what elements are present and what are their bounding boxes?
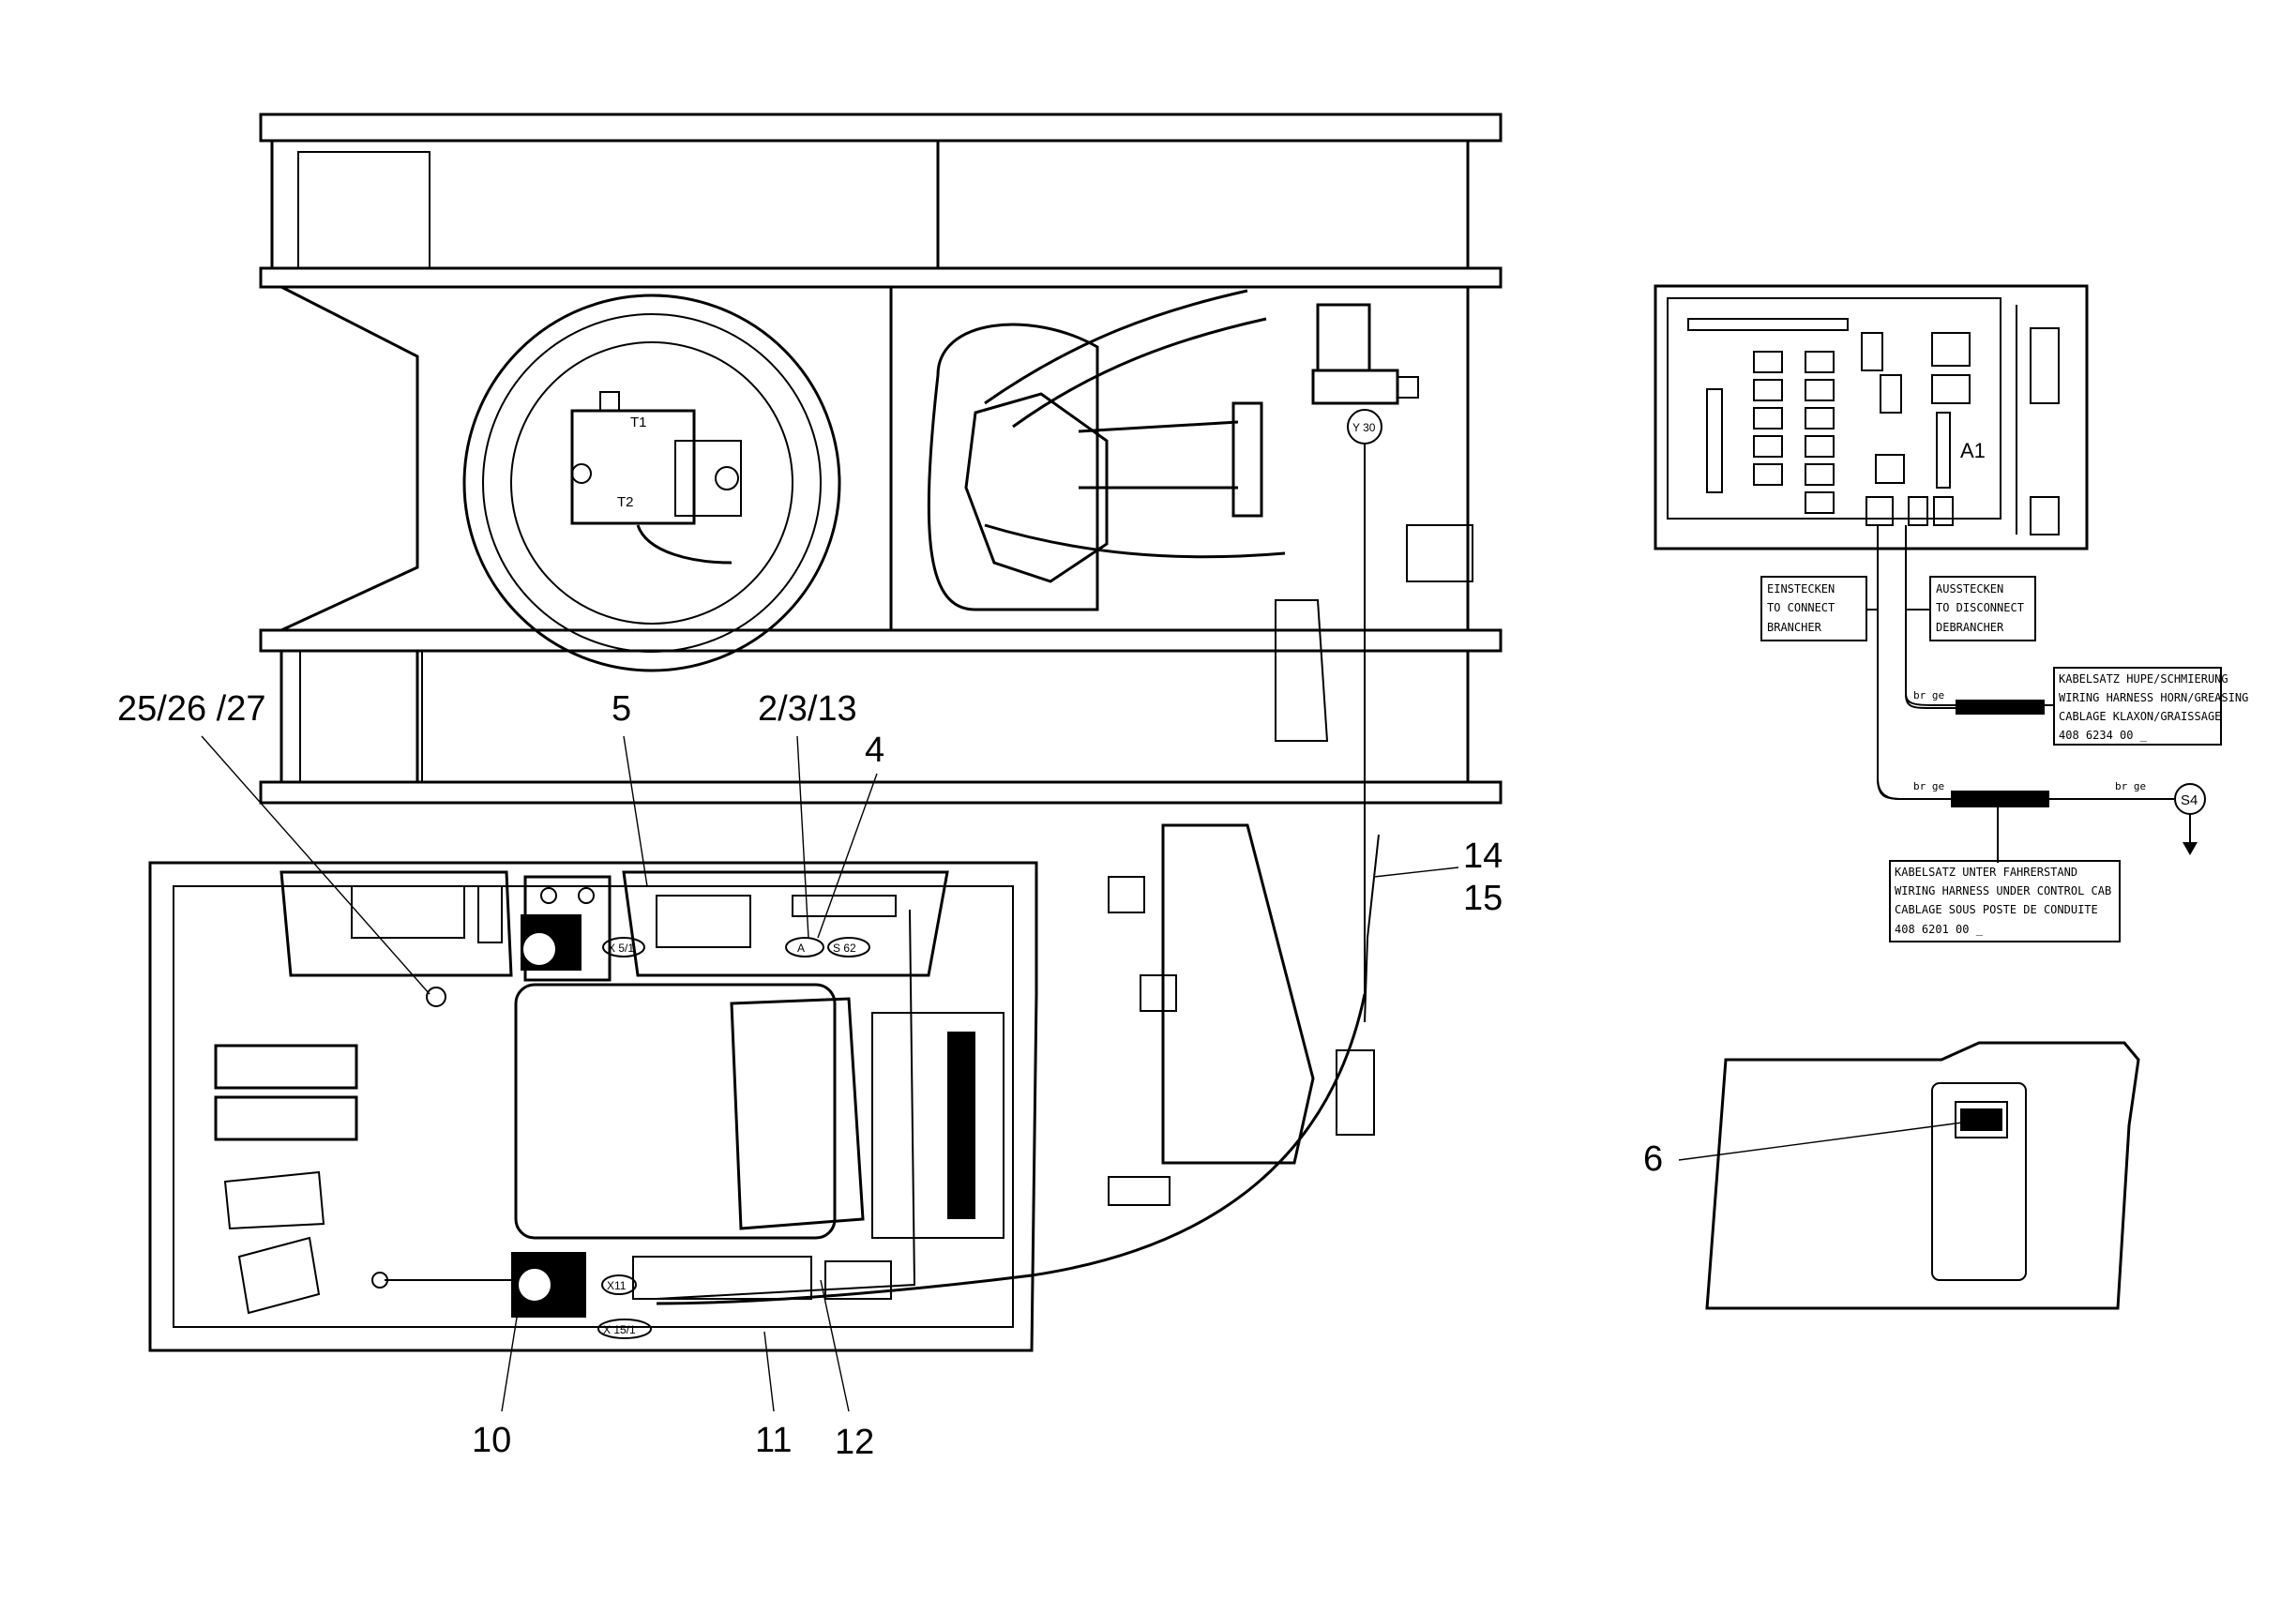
cover-panel: 6: [1643, 1041, 2140, 1310]
callout-15: 15: [1463, 879, 1503, 918]
horn-line-3: CABLAGE KLAXON/GRAISSAGE: [2059, 710, 2221, 723]
connect-line-1: EINSTECKEN: [1767, 582, 1835, 595]
harness-under-cab: br ge br ge S4 KABELSATZ UNTER FAHRERSTA…: [1877, 641, 2206, 942]
label-t1: T1: [630, 415, 647, 430]
label-a: A: [797, 942, 805, 955]
cab-harness-cable: [656, 993, 1367, 1305]
cab-line-1: KABELSATZ UNTER FAHRERSTAND: [1895, 866, 2077, 879]
disconnect-line-1: AUSSTECKEN: [1936, 582, 2003, 595]
machine-frame: [259, 113, 1503, 805]
callout-2-3-13: 2/3/13: [758, 689, 857, 729]
harness-horn-greasing: br ge KABELSATZ HUPE/SCHMIERUNG WIRING H…: [1905, 641, 2248, 746]
callout-14: 14: [1463, 837, 1503, 876]
cable-to-frame: [1364, 834, 1380, 1023]
operator-cab: [148, 861, 1038, 1352]
callout-12: 12: [835, 1423, 874, 1462]
control-board-a1: A1: [1654, 284, 2089, 550]
label-y30: Y 30: [1352, 421, 1376, 434]
horn-line-4: 408 6234 00 _: [2059, 729, 2148, 742]
callouts: 25/26 /27 5 2/3/13 4 14 15 10 11 12: [117, 689, 1503, 1462]
connect-wire: [1877, 525, 1951, 800]
disconnect-line-3: DEBRANCHER: [1936, 621, 2004, 634]
label-a1: A1: [1960, 439, 1986, 462]
horn-line-1: KABELSATZ HUPE/SCHMIERUNG: [2059, 672, 2228, 686]
label-s4: S4: [2181, 792, 2198, 808]
cab-line-3: CABLAGE SOUS POSTE DE CONDUITE: [1895, 903, 2098, 916]
cab-connectors: X 5/1 A S 62 X11 X 15/1: [597, 937, 870, 1339]
cab-internal-cable: [656, 909, 916, 1300]
connect-line-3: BRANCHER: [1767, 621, 1822, 634]
valve-y30: Y 30: [1311, 303, 1419, 994]
callout-25-26-27: 25/26 /27: [117, 689, 265, 729]
connect-box: EINSTECKEN TO CONNECT BRANCHER: [1760, 576, 1867, 641]
wire-code-1: br ge: [1913, 689, 1944, 701]
disconnect-wire: [1905, 525, 2045, 706]
cab-line-2: WIRING HARNESS UNDER CONTROL CAB: [1895, 884, 2111, 897]
relay-bank: [1753, 351, 1835, 514]
rotary-hose-joint: [927, 289, 1286, 611]
label-x11: X11: [607, 1279, 627, 1292]
disconnect-box: AUSSTECKEN TO DISCONNECT DEBRANCHER: [1929, 576, 2036, 641]
callout-4: 4: [865, 731, 884, 770]
wire-code-3: br ge: [2115, 780, 2146, 792]
callout-6: 6: [1643, 1139, 1663, 1179]
wire-code-2: br ge: [1913, 780, 1944, 792]
swivel-joint: [462, 294, 841, 672]
connect-line-2: TO CONNECT: [1767, 601, 1835, 614]
undercarriage: [1108, 823, 1375, 1206]
horn-line-2: WIRING HARNESS HORN/GREASING: [2059, 691, 2248, 704]
callout-5: 5: [612, 689, 631, 729]
label-t2: T2: [617, 494, 634, 510]
label-x151: X 15/1: [603, 1323, 636, 1336]
label-s62: S 62: [833, 942, 856, 955]
callout-10: 10: [472, 1421, 511, 1460]
label-x5: X 5/1: [608, 942, 634, 955]
callout-11: 11: [755, 1421, 792, 1460]
disconnect-line-2: TO DISCONNECT: [1936, 601, 2024, 614]
cab-line-4: 408 6201 00 _: [1895, 923, 1984, 936]
